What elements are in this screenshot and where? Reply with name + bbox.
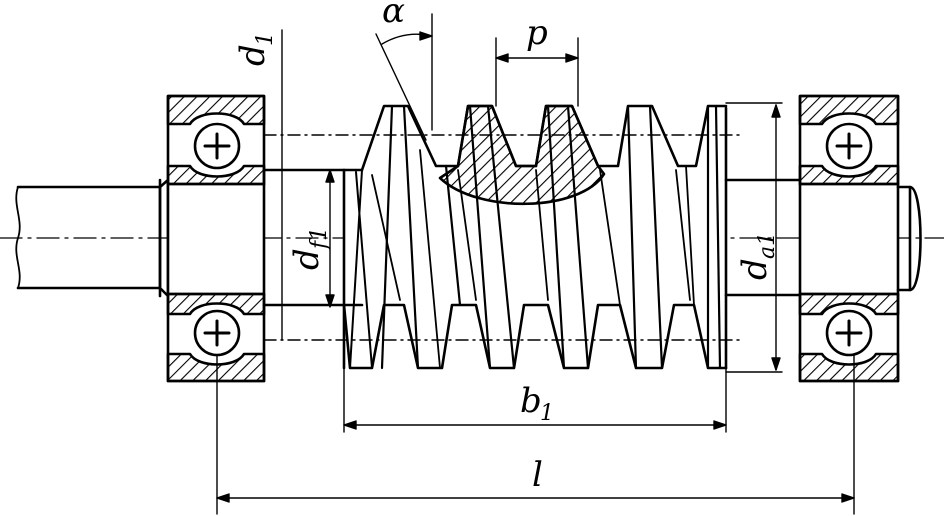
label-p: p (526, 13, 548, 53)
label-da1: d a1 (735, 232, 780, 280)
label-d1: d 1 (233, 32, 278, 66)
df1-base: d (287, 248, 327, 270)
label-df1: d f1 (287, 227, 332, 270)
d1-sub: 1 (253, 32, 278, 46)
b1-sub: 1 (540, 401, 554, 426)
d1-base: d (233, 44, 273, 66)
bearing-right (798, 94, 900, 383)
da1-base: d (735, 258, 775, 280)
label-alpha: α (382, 0, 405, 31)
shaft-right-end (896, 185, 922, 292)
shaft-journal-right (724, 178, 802, 297)
p-symbol: p (526, 13, 548, 53)
label-l: l (532, 455, 543, 495)
label-b1: b 1 (520, 381, 554, 426)
alpha-symbol: α (382, 0, 405, 31)
dimension-lines (216, 13, 855, 515)
df1-sub: f1 (307, 227, 332, 251)
da1-sub: a1 (755, 232, 780, 259)
bearing-left (166, 94, 266, 383)
b1-base: b (520, 381, 542, 421)
worm-threads (342, 103, 728, 370)
l-symbol: l (532, 455, 543, 495)
